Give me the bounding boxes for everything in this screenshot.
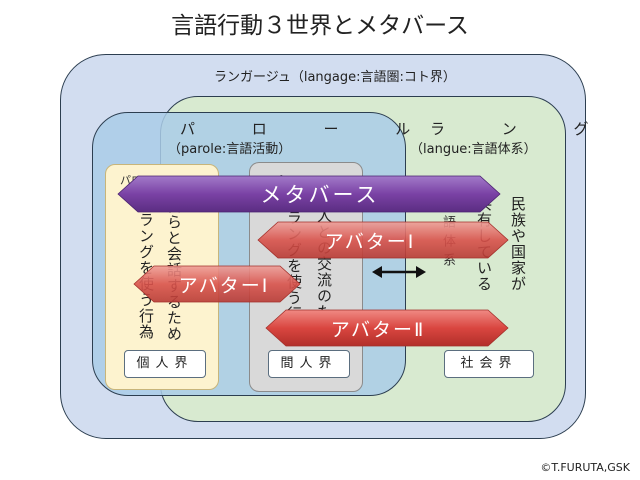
langue-text-nation: 民族や国家が xyxy=(509,196,527,292)
avatar2-label: アバターⅡ xyxy=(331,319,426,341)
world-label-interpersonal: 間人界 xyxy=(268,350,350,378)
diagram-title: 言語行動３世界とメタバース xyxy=(171,13,469,39)
metaverse-label: メタバース xyxy=(261,183,380,207)
avatar1-left-arrow xyxy=(133,265,301,303)
metaverse-arrow xyxy=(117,175,501,213)
langue-title: ラ ン グ xyxy=(430,120,615,138)
world-label-social: 社会界 xyxy=(444,350,534,378)
avatar1-left-label: アバターⅠ xyxy=(179,275,270,297)
parole-subtitle: （parole:言語活動） xyxy=(168,142,292,157)
avatar1-top-arrow xyxy=(257,221,509,259)
avatar1-top-label: アバターⅠ xyxy=(325,231,416,253)
langue-subtitle: （langue:言語体系） xyxy=(410,142,537,157)
bidirectional-arrow xyxy=(372,266,426,278)
world-label-individual: 個人界 xyxy=(124,350,206,378)
copyright: ©T.FURUTA,GSK xyxy=(540,461,630,474)
avatar2-arrow xyxy=(265,309,509,347)
langage-label: ランガージュ（langage:言語圏:コト界） xyxy=(214,70,456,85)
parole-title: パ ロ ー ル xyxy=(180,120,437,138)
